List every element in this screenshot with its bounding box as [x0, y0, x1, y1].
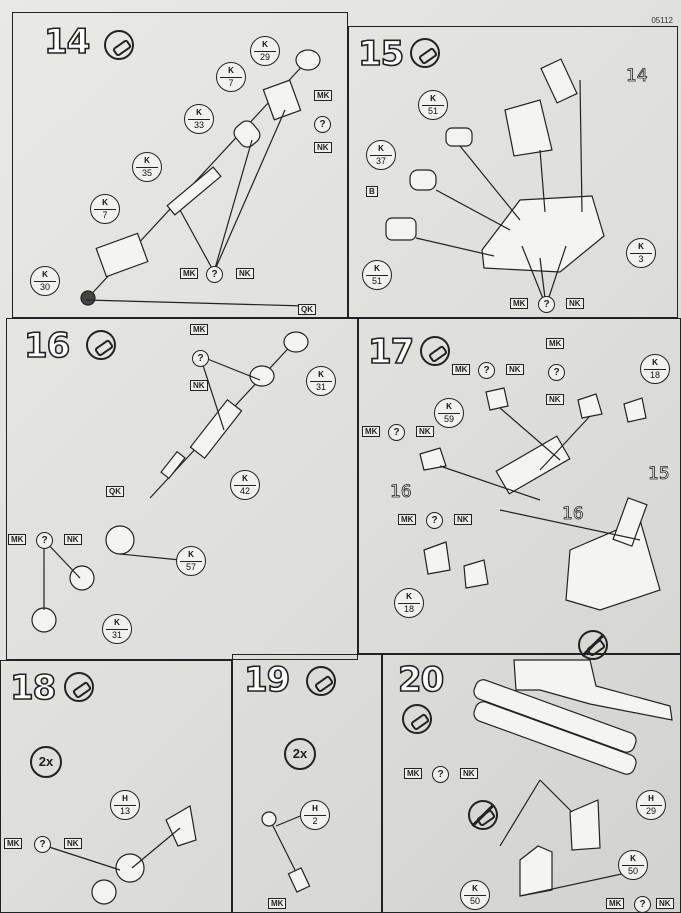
paint-code-nk: NK	[656, 898, 674, 909]
paint-code-qk: QK	[106, 486, 124, 497]
glue-icon	[64, 672, 94, 702]
paint-code-mk: MK	[510, 298, 529, 309]
mix-indicator: ?	[206, 266, 223, 283]
paint-code-qk: QK	[298, 304, 316, 315]
paint-code-nk: NK	[454, 514, 472, 525]
glue-icon	[306, 666, 336, 696]
glue-icon	[410, 38, 440, 68]
step-number-16: 16	[23, 325, 71, 367]
reference-label: 15	[648, 464, 670, 485]
glue-icon	[104, 30, 134, 60]
quantity-badge: 2x	[284, 738, 316, 770]
step-number-18: 18	[9, 667, 57, 709]
paint-code-mk: MK	[4, 838, 23, 849]
step-15-panel	[348, 26, 678, 318]
paint-code-mk: MK	[546, 338, 565, 349]
step-number-14: 14	[43, 21, 91, 63]
paint-code-mk: MK	[190, 324, 209, 335]
reference-label: 16	[390, 482, 412, 503]
mix-indicator: ?	[634, 896, 651, 913]
paint-code-nk: NK	[64, 534, 82, 545]
paint-code-nk: NK	[506, 364, 524, 375]
document-code: 05112	[651, 16, 673, 25]
paint-code-mk: MK	[314, 90, 333, 101]
step-number-15: 15	[357, 33, 405, 75]
paint-code-nk: NK	[64, 838, 82, 849]
paint-code-mk: MK	[404, 768, 423, 779]
mix-indicator: ?	[388, 424, 405, 441]
quantity-badge: 2x	[30, 746, 62, 778]
paint-code-nk: NK	[190, 380, 208, 391]
paint-code-mk: MK	[8, 534, 27, 545]
step-number-19: 19	[243, 659, 291, 701]
mix-indicator: ?	[548, 364, 565, 381]
paint-code-b: B	[366, 186, 378, 197]
mix-indicator: ?	[432, 766, 449, 783]
mix-indicator: ?	[34, 836, 51, 853]
step-number-17: 17	[367, 331, 415, 373]
mix-indicator: ?	[538, 296, 555, 313]
mix-indicator: ?	[426, 512, 443, 529]
paint-code-nk: NK	[546, 394, 564, 405]
step-14-panel	[12, 12, 348, 318]
paint-code-mk: MK	[268, 898, 287, 909]
paint-code-nk: NK	[460, 768, 478, 779]
mix-indicator: ?	[192, 350, 209, 367]
glue-icon	[86, 330, 116, 360]
reference-label: 16	[562, 504, 584, 525]
mix-indicator: ?	[36, 532, 53, 549]
paint-code-nk: NK	[566, 298, 584, 309]
glue-icon	[402, 704, 432, 734]
paint-code-mk: MK	[398, 514, 417, 525]
mix-indicator: ?	[314, 116, 331, 133]
paint-code-nk: NK	[314, 142, 332, 153]
glue-icon	[420, 336, 450, 366]
mix-indicator: ?	[478, 362, 495, 379]
paint-code-mk: MK	[606, 898, 625, 909]
reference-label: 14	[626, 66, 648, 87]
step-number-20: 20	[397, 659, 445, 701]
no-glue-icon	[468, 800, 498, 830]
paint-code-mk: MK	[362, 426, 381, 437]
no-glue-icon	[578, 630, 608, 660]
paint-code-mk: MK	[452, 364, 471, 375]
paint-code-nk: NK	[416, 426, 434, 437]
paint-code-nk: NK	[236, 268, 254, 279]
step-16-panel	[6, 318, 358, 660]
paint-code-mk: MK	[180, 268, 199, 279]
